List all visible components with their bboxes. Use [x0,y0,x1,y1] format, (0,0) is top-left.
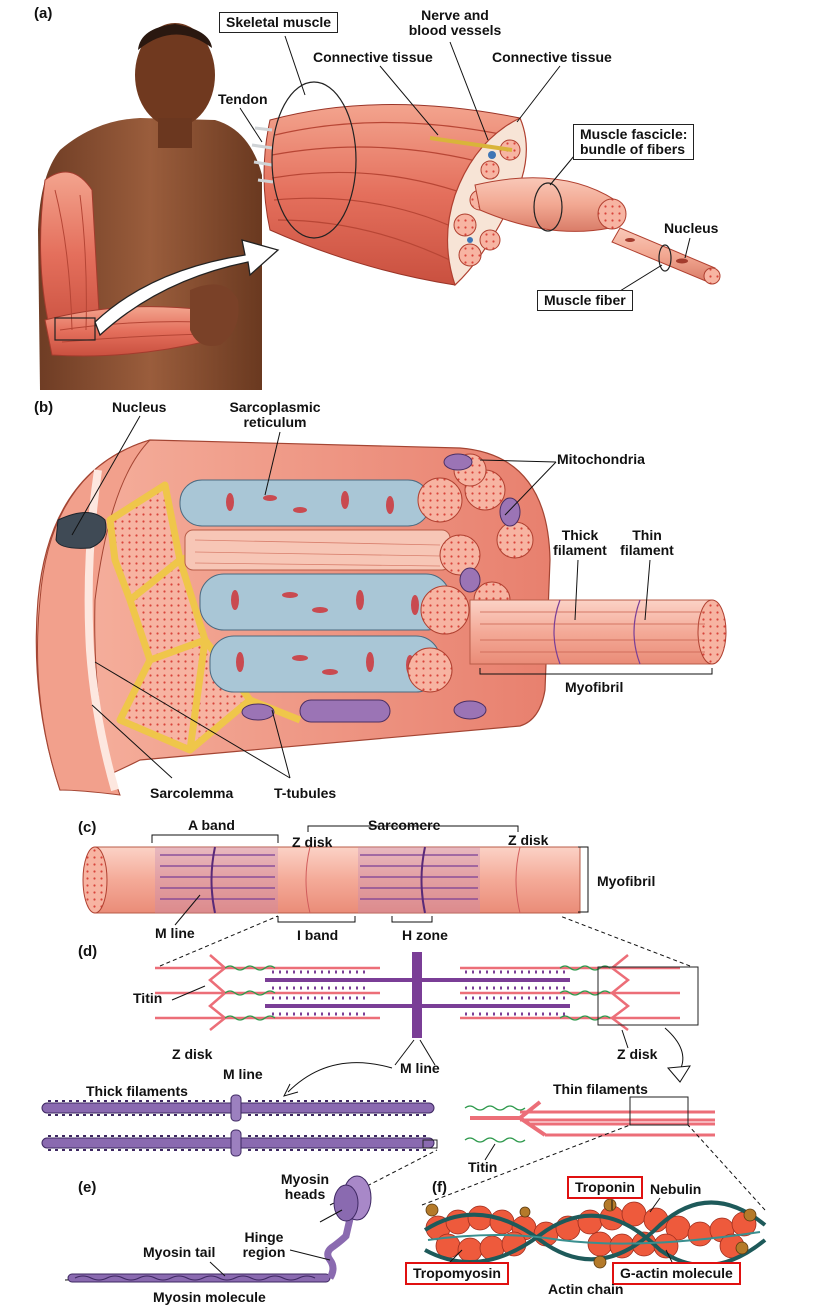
panel-e-art [64,1149,438,1283]
label-connective-tissue-inner: Connective tissue [492,49,612,65]
label-mitochondria: Mitochondria [557,451,645,467]
label-sarcolemma: Sarcolemma [150,785,234,801]
label-tropomyosin: Tropomyosin [405,1262,509,1285]
panel-b-art [35,415,727,796]
label-z-disk-c-left: Z disk [292,834,333,850]
panel-label-f: (f) [432,1179,447,1196]
label-thin-filaments: Thin filaments [553,1081,648,1097]
label-thick-filament: Thick filament [545,528,615,558]
label-titin-lower: Titin [468,1159,498,1175]
label-sr-line1: Sarcoplasmic [229,399,321,415]
panel-c-art [82,825,589,926]
extended-myofibril [469,599,727,665]
thick-filaments-art [41,1094,438,1157]
label-titin: Titin [133,990,163,1006]
label-thick-filaments: Thick filaments [86,1083,188,1099]
label-fascicle-line2: bundle of fibers [580,141,685,157]
label-thin-line2: filament [620,542,674,558]
label-thin-line1: Thin [632,527,662,543]
label-troponin: Troponin [567,1176,643,1199]
label-m-line-d: M line [400,1060,440,1076]
panel-f-art [421,1124,767,1275]
label-nucleus-a: Nucleus [664,220,719,236]
label-fascicle-line1: Muscle fascicle: [580,126,688,142]
label-m-line-small: M line [223,1066,263,1082]
panel-a-art [38,23,721,390]
label-nebulin: Nebulin [650,1181,702,1197]
label-myosin-molecule: Myosin molecule [153,1289,266,1305]
label-nucleus-b: Nucleus [112,399,167,415]
panel-label-a: (a) [34,5,53,22]
label-sarcomere: Sarcomere [368,817,441,833]
label-a-band: A band [188,817,235,833]
label-hinge-region: Hinge region [234,1230,294,1260]
panel-label-e: (e) [78,1179,97,1196]
label-myosin-heads: Myosin heads [272,1172,338,1202]
label-g-actin: G-actin molecule [612,1262,741,1285]
label-myofibril-b: Myofibril [565,679,624,695]
label-tendon: Tendon [218,91,268,107]
label-z-disk-d-right: Z disk [617,1046,658,1062]
label-nerve-vessels: Nerve and blood vessels [395,8,515,38]
label-z-disk-c-right: Z disk [508,832,549,848]
label-i-band: I band [297,927,339,943]
label-myosin-heads-line1: Myosin [280,1171,330,1187]
thin-filaments-art [464,1096,715,1161]
label-myosin-tail: Myosin tail [143,1244,216,1260]
label-z-disk-d-left: Z disk [172,1046,213,1062]
label-connective-tissue-outer: Connective tissue [313,49,433,65]
label-nerve-vessels-line2: blood vessels [408,22,502,38]
label-skeletal-muscle: Skeletal muscle [219,12,339,33]
label-muscle-fiber: Muscle fiber [537,290,633,311]
label-t-tubules: T-tubules [274,785,337,801]
label-myofibril-c: Myofibril [597,873,656,889]
label-thick-line2: filament [553,542,607,558]
label-sr-line2: reticulum [243,414,307,430]
label-nerve-vessels-line1: Nerve and [421,7,489,23]
man-illustration [38,23,280,390]
label-thick-line1: Thick [561,527,599,543]
label-actin-chain: Actin chain [548,1281,624,1297]
panel-d-art [41,915,715,1161]
label-myosin-heads-line2: heads [284,1186,326,1202]
panel-a-leader-lines [239,35,691,292]
panel-label-b: (b) [34,399,54,416]
label-hinge-line2: region [242,1244,286,1260]
label-m-line-c: M line [155,925,195,941]
panel-label-c: (c) [78,819,97,836]
label-thin-filament: Thin filament [612,528,682,558]
panel-label-d: (d) [78,943,98,960]
label-hinge-line1: Hinge [244,1229,284,1245]
label-sarcoplasmic-reticulum: Sarcoplasmic reticulum [210,400,340,430]
muscle-bundle [251,81,721,287]
panel-b-leader-lines [71,415,713,779]
label-h-zone: H zone [402,927,448,943]
label-muscle-fascicle: Muscle fascicle: bundle of fibers [573,124,695,160]
